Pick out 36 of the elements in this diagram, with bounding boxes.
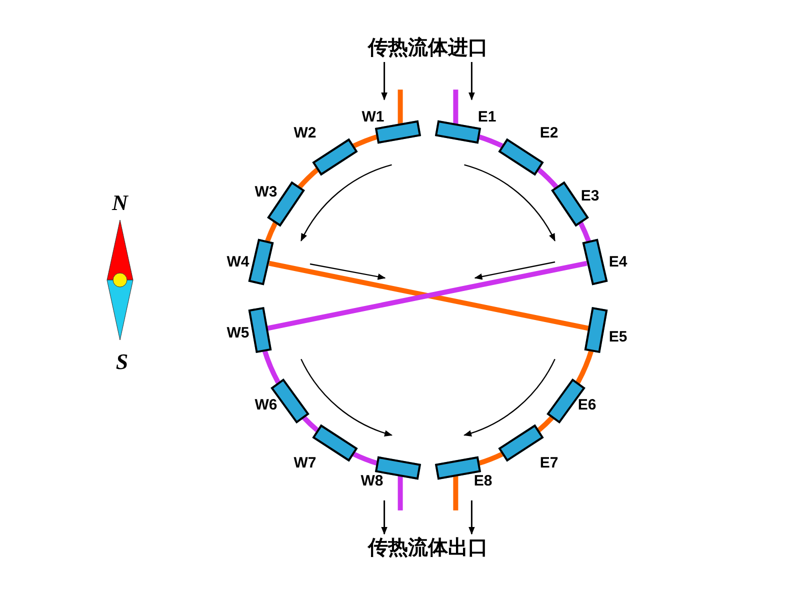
arrow — [381, 62, 388, 100]
pipe — [264, 221, 278, 242]
collector-panel — [248, 306, 272, 353]
arrow — [468, 500, 475, 535]
panel-label: W8 — [360, 474, 384, 488]
pipe — [352, 451, 379, 466]
flow-label: 传热流体出口 — [368, 538, 488, 558]
panel-label: W1 — [362, 110, 384, 124]
panel-label: W4 — [226, 254, 250, 270]
pipe — [578, 221, 592, 242]
panel-label: W6 — [254, 398, 278, 412]
arrow — [381, 500, 388, 535]
panel-label: W5 — [226, 326, 250, 340]
panel-label: E3 — [580, 188, 600, 204]
pipe — [297, 167, 320, 190]
panel-label: E6 — [578, 398, 596, 412]
collector-panel — [584, 306, 608, 353]
pipe — [536, 167, 559, 190]
pipe — [477, 134, 504, 149]
panel-label: E1 — [478, 110, 496, 124]
compass-letter: S — [116, 351, 128, 373]
pipe — [352, 134, 379, 149]
pipe — [536, 414, 555, 433]
panel-label: E2 — [540, 126, 558, 140]
panel-label: E5 — [608, 330, 628, 344]
arrow — [468, 62, 475, 100]
panel-label: W7 — [294, 456, 316, 470]
flow-label: 传热流体进口 — [368, 38, 488, 58]
panel-label: W3 — [254, 184, 278, 200]
panel-label: E7 — [540, 456, 558, 470]
panel-label: W2 — [294, 126, 316, 140]
panel-label: E4 — [608, 254, 628, 270]
compass-letter: N — [112, 192, 128, 214]
pipe — [477, 451, 504, 466]
pipe — [301, 414, 320, 433]
panel-label: E8 — [474, 474, 492, 488]
